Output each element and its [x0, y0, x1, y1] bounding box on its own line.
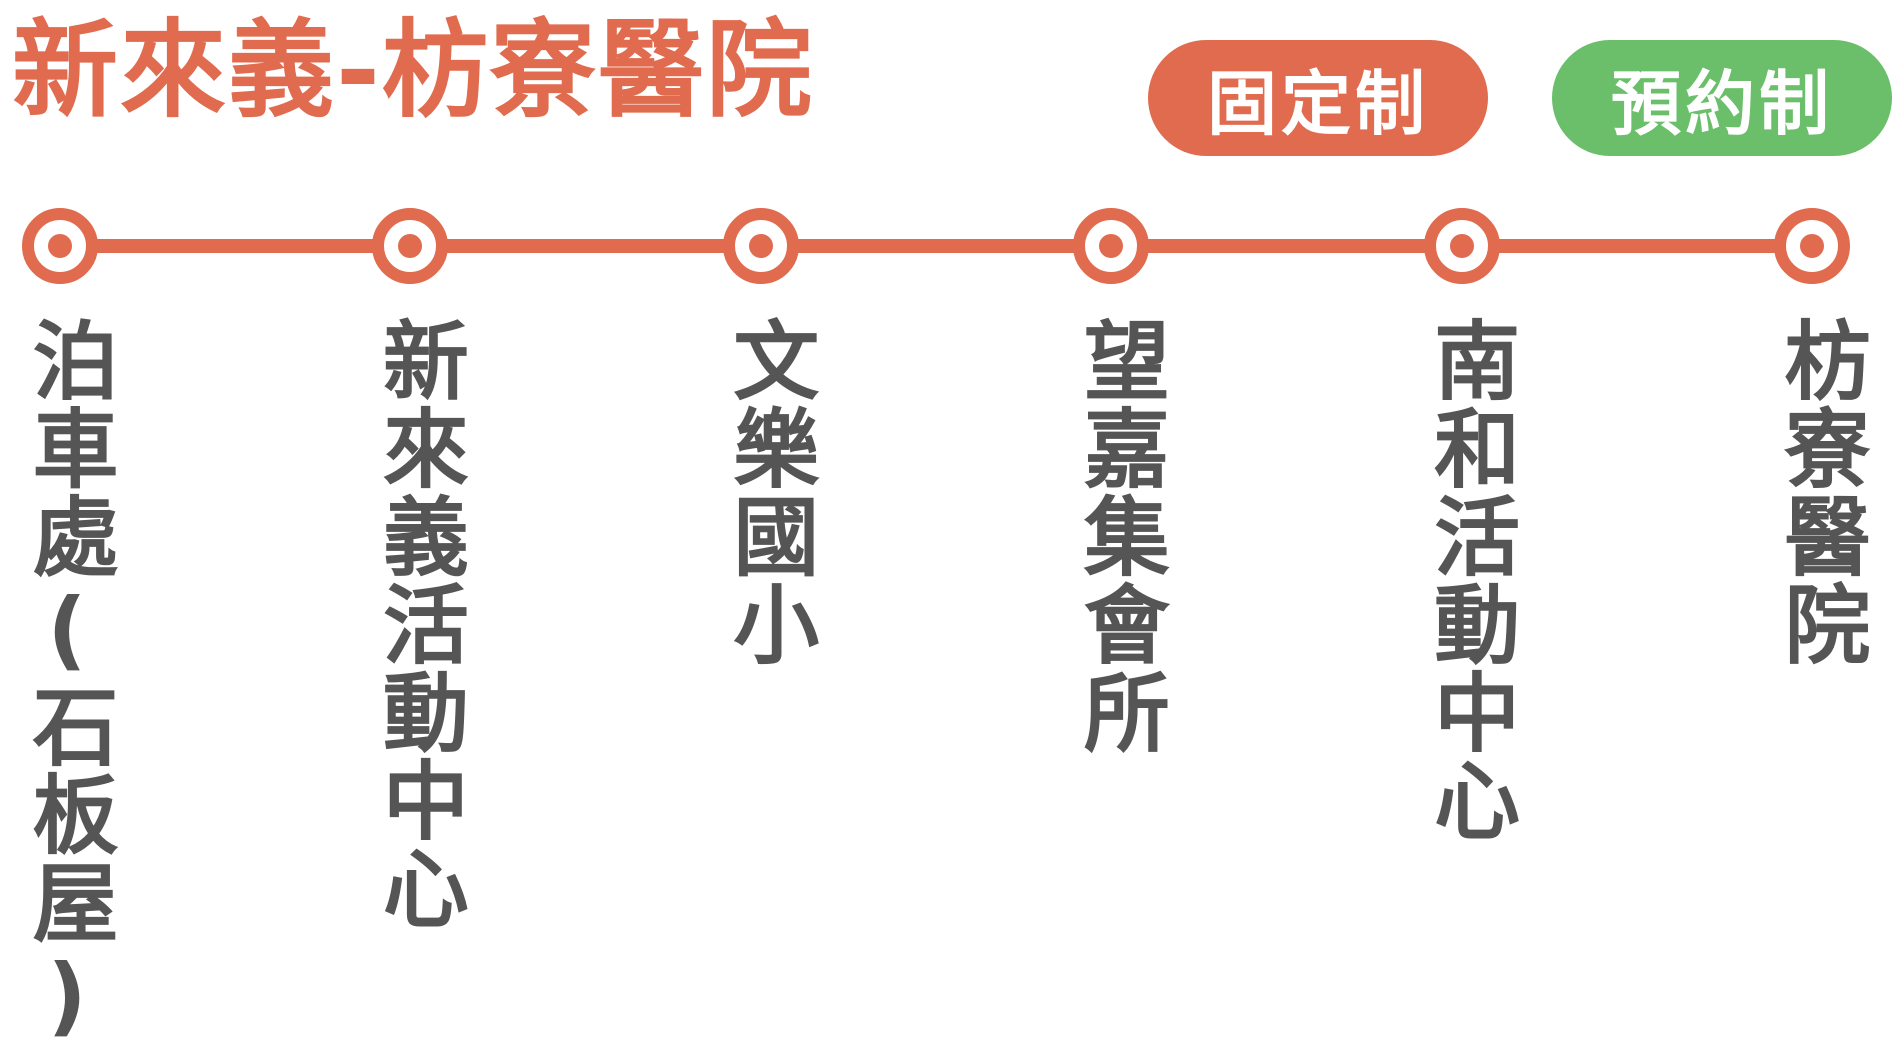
stop-dot [748, 234, 773, 258]
stop-marker [22, 208, 98, 284]
stop-marker [1774, 208, 1850, 284]
stop-dot [1449, 234, 1474, 258]
stop-name: 枋寮醫院 [1769, 316, 1869, 668]
stop-dot [1099, 234, 1124, 258]
stop-name: 南和活動中心 [1418, 316, 1519, 844]
stop-dot [48, 234, 72, 258]
route-line [60, 239, 1812, 253]
stop-name: 泊車處(石板屋) [17, 316, 117, 1048]
stop-dot [398, 234, 423, 258]
reservation-badge: 預約制 [1552, 40, 1892, 156]
stop-name: 望嘉集會所 [1068, 316, 1169, 756]
stop-name: 文樂國小 [717, 316, 818, 668]
stop-marker [372, 208, 449, 284]
stop-marker [722, 208, 799, 284]
fixed-schedule-badge: 固定制 [1148, 40, 1488, 156]
stop-marker [1073, 208, 1150, 284]
stop-marker [1423, 208, 1500, 284]
stop-name: 新來義活動中心 [367, 316, 468, 932]
route-title: 新來義-枋寮醫院 [12, 9, 814, 132]
stop-dot [1800, 234, 1824, 258]
